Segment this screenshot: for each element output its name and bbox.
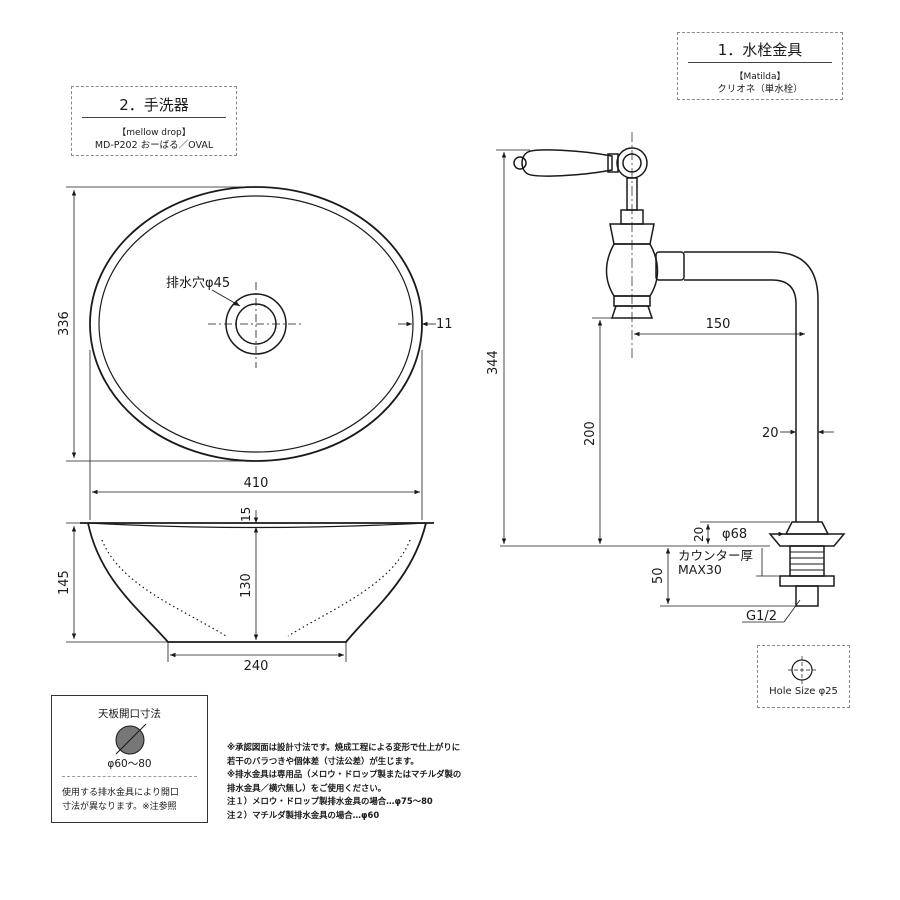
lever-hub-inner xyxy=(622,153,642,173)
hole-size-symbol xyxy=(788,656,816,684)
basin-model: 【mellow drop】 xyxy=(117,128,191,138)
dim-faucet-height xyxy=(496,149,530,544)
dim-inner-depth-label: 130 xyxy=(239,573,254,598)
dim-depth xyxy=(66,186,256,462)
faucet-title-box: 1．水栓金具 【Matilda】 クリオネ（単水栓） xyxy=(677,32,843,100)
faucet-model: 【Matilda】 xyxy=(734,72,786,82)
dim-height xyxy=(66,522,168,643)
cutout-divider xyxy=(62,776,197,777)
faucet-title-underline xyxy=(688,62,832,63)
basin-top-view xyxy=(89,186,423,462)
note-line: ※排水金具は専用品（メロウ・ドロップ製またはマチルダ製の xyxy=(227,769,462,780)
thread-leader xyxy=(742,599,801,623)
lever-cap xyxy=(607,153,619,173)
spout-pipe-outer xyxy=(684,251,819,522)
dim-width xyxy=(89,350,423,520)
hole-size-label: Hole Size φ25 xyxy=(769,686,838,697)
cutout-box: 天板開口寸法 φ60～80 使用する排水金具により開口 寸法が異なります。※注参… xyxy=(51,695,208,823)
basin-title: 2．手洗器 xyxy=(119,96,189,114)
faucet-drawing xyxy=(513,132,846,607)
spout-connector xyxy=(655,251,685,281)
thread-shank xyxy=(779,545,835,607)
dim-spout-height xyxy=(592,317,612,544)
dim-base-height-label: 20 xyxy=(692,527,706,542)
faucet-desc: クリオネ（単水栓） xyxy=(717,84,803,95)
note-line: ※承認図面は設計寸法です。焼成工程による変形で仕上がりに xyxy=(227,742,461,752)
dim-base-d-label: φ68 xyxy=(722,527,747,542)
counter-label-2: MAX30 xyxy=(678,562,722,577)
cutout-symbol xyxy=(115,723,147,755)
cutout-note-1: 使用する排水金具により開口 xyxy=(62,788,179,798)
spout-collar xyxy=(784,521,830,535)
basin-title-underline xyxy=(82,117,226,118)
dim-below xyxy=(660,548,796,607)
basin-inner-rim xyxy=(98,195,414,453)
spout-pipe-inner xyxy=(684,279,797,522)
dim-faucet-height-label: 344 xyxy=(486,350,501,375)
dim-reach-label: 150 xyxy=(706,317,731,332)
dim-bottom-label: 240 xyxy=(244,659,269,674)
basin-code: MD-P202 おーばる／OVAL xyxy=(94,140,214,151)
lever-handle xyxy=(521,149,613,177)
notes-block: ※承認図面は設計寸法です。焼成工程による変形で仕上がりに 若干のバラつきや個体差… xyxy=(227,741,461,823)
dim-spout-height-label: 200 xyxy=(583,421,598,446)
dim-below-label: 50 xyxy=(651,567,666,584)
dim-rim-thickness-label: 15 xyxy=(239,507,253,522)
dim-height-label: 145 xyxy=(57,570,72,595)
thread-label: G1/2 xyxy=(746,609,777,624)
valve-body xyxy=(605,243,659,297)
dim-base-height xyxy=(700,521,790,544)
note-line: 排水金具／横穴無し）をご使用ください。 xyxy=(227,782,387,793)
dim-bottom xyxy=(167,642,347,662)
note-line: 注２）マチルダ製排水金具の場合…φ60 xyxy=(227,809,380,820)
hole-size-box: Hole Size φ25 xyxy=(757,645,850,708)
dim-counter xyxy=(756,548,790,577)
counter-label-1: カウンター厚 xyxy=(678,548,753,563)
cutout-note-2: 寸法が異なります。※注参照 xyxy=(62,802,177,812)
basin-title-box: 2．手洗器 【mellow drop】 MD-P202 おーばる／OVAL xyxy=(71,86,237,156)
basin-inner-dotted-right xyxy=(287,539,411,637)
valve-base xyxy=(610,305,654,319)
dim-width-label: 410 xyxy=(244,476,269,491)
cutout-size: φ60～80 xyxy=(107,758,152,770)
basin-side-outline xyxy=(87,522,427,643)
cutout-title: 天板開口寸法 xyxy=(98,708,161,720)
basin-inner-dotted-left xyxy=(101,539,227,637)
note-line: 注１）メロウ・ドロップ製排水金具の場合…φ75～80 xyxy=(227,796,433,807)
dim-depth-label: 336 xyxy=(57,311,72,336)
lever-tip xyxy=(513,156,527,170)
dim-rim-label: 11 xyxy=(436,317,453,332)
note-line: 若干のバラつきや個体差（寸法公差）が生じます。 xyxy=(227,755,419,766)
drain-leader xyxy=(211,289,241,307)
drain-label: 排水穴φ45 xyxy=(166,276,230,291)
basin-side-view xyxy=(80,522,434,643)
base-flange xyxy=(768,533,846,547)
faucet-title: 1．水栓金具 xyxy=(717,41,803,59)
dim-pipe-label: 20 xyxy=(762,426,779,441)
